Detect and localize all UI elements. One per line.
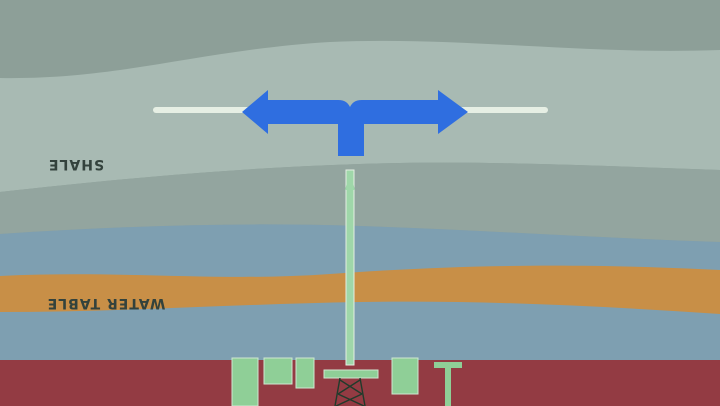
storage-tank xyxy=(231,357,259,406)
surface-equipment xyxy=(231,357,462,406)
water-table-layer xyxy=(0,265,720,314)
well-bore-tip xyxy=(345,172,355,190)
lower-shale-layer xyxy=(0,162,720,242)
storage-tank xyxy=(263,357,293,385)
platform-post xyxy=(445,368,451,406)
derrick-base xyxy=(323,369,379,379)
derrick-frame xyxy=(334,377,366,406)
storage-tank xyxy=(391,357,419,395)
shale-label: SHALE xyxy=(48,156,104,172)
water-table-label: WATER TABLE xyxy=(47,295,166,311)
platform xyxy=(434,362,462,368)
storage-tank xyxy=(295,357,315,389)
surface-ground xyxy=(0,360,720,406)
frack-arrow xyxy=(242,90,468,156)
well-bore xyxy=(345,169,355,366)
